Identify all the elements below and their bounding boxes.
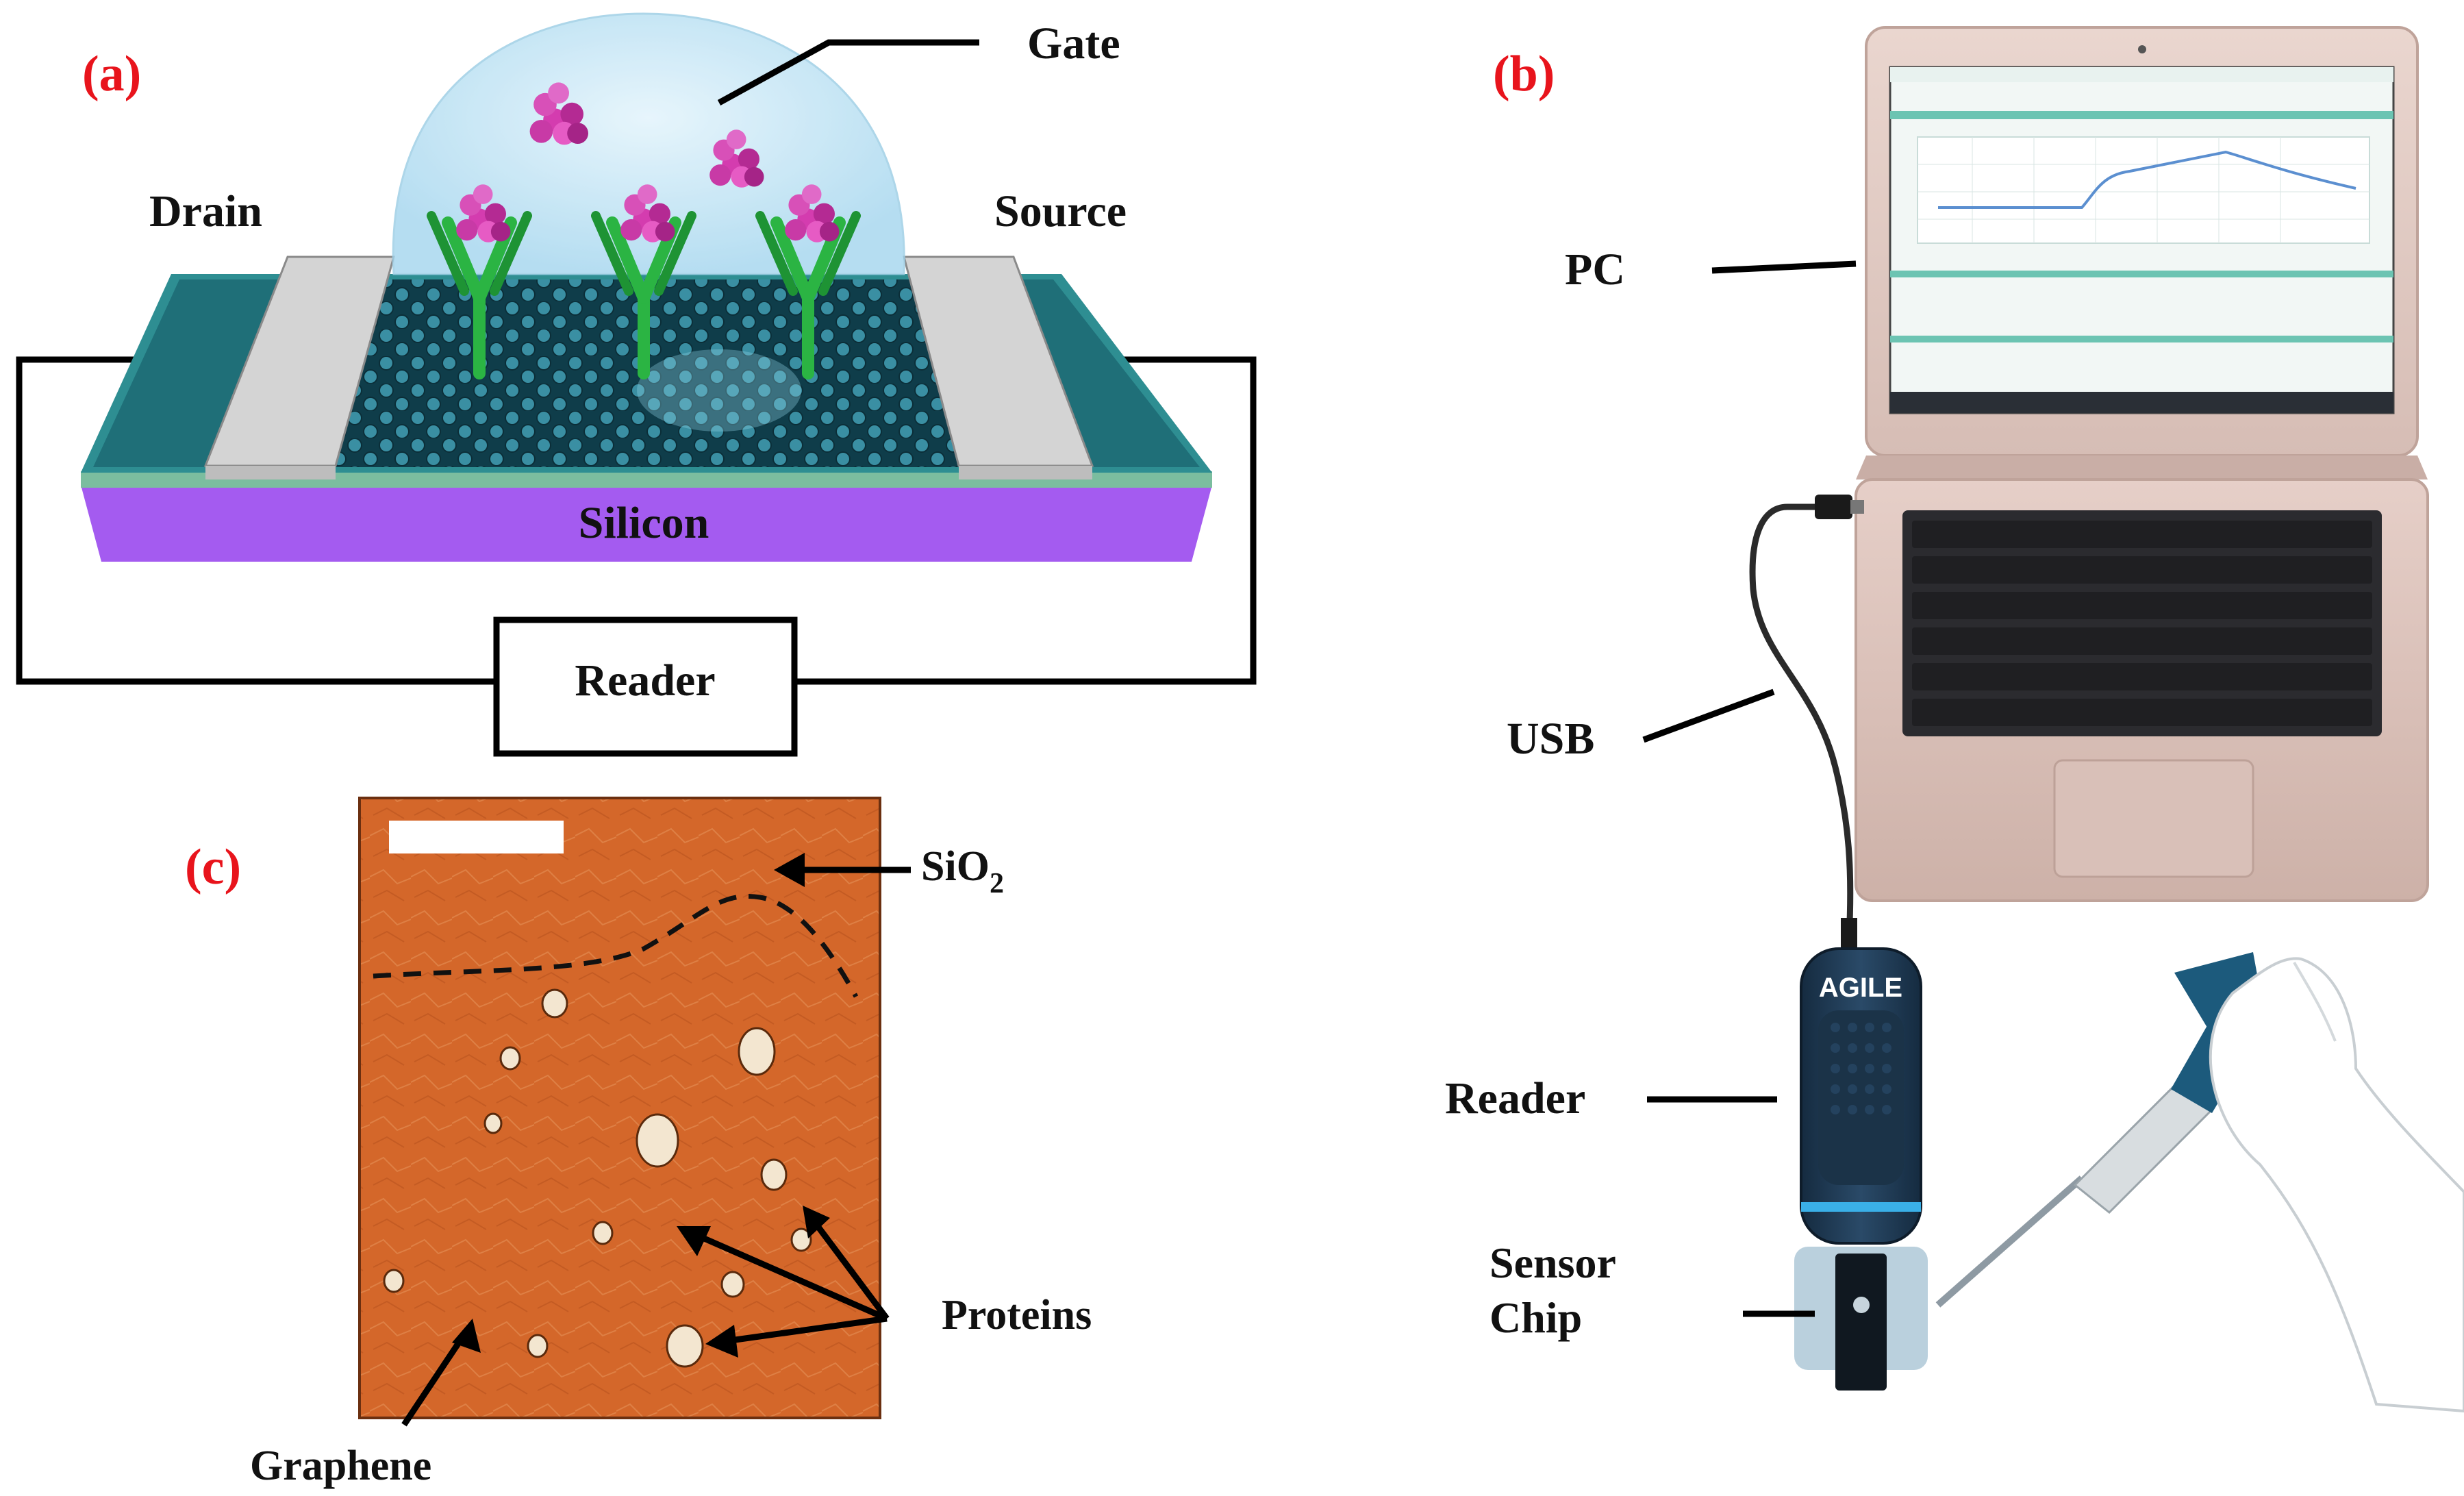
webcam (2138, 45, 2146, 53)
reader-box (493, 616, 798, 757)
afm-texture (360, 798, 880, 1418)
sensor-chip (1835, 1254, 1887, 1391)
gate-droplet (392, 12, 905, 275)
trackpad (2053, 759, 2254, 878)
silicon-label: Silicon (579, 498, 709, 548)
sensor-chip-label-1: Sensor (1489, 1238, 1616, 1287)
device-brand: AGILE (1819, 973, 1902, 1003)
screen-header-bar (1890, 111, 2393, 119)
pipette-tip (1935, 1175, 2085, 1308)
silicon-layer (81, 485, 1212, 562)
laptop-hinge (1856, 456, 2428, 479)
reader-label-a: Reader (575, 656, 715, 706)
source-label: Source (994, 186, 1127, 236)
source-electrode-side (959, 466, 1092, 479)
pc-label: PC (1565, 245, 1625, 295)
laptop (1855, 26, 2429, 902)
usb-label: USB (1507, 714, 1594, 764)
usb-cable (1749, 503, 1854, 952)
drain-electrode-side (205, 466, 336, 479)
scale-bar (389, 821, 564, 853)
gate-label: Gate (1027, 18, 1120, 68)
sio2-label: SiO2 (921, 843, 1004, 899)
gate-leader (717, 39, 979, 105)
keys (1912, 521, 2372, 726)
reader-label-b: Reader (1445, 1073, 1585, 1123)
taskbar (1890, 392, 2393, 413)
graphene-label: Graphene (250, 1443, 431, 1489)
afm-proteins (383, 988, 812, 1368)
circuit-wire (16, 356, 1257, 685)
panel-c-label: (c) (185, 839, 241, 895)
drain-label: Drain (149, 186, 262, 236)
oxide-edge (81, 471, 1212, 488)
pc-leader (1711, 260, 1857, 274)
sio2-boundary (373, 894, 859, 998)
panel-b-label: (b) (1493, 46, 1555, 102)
proteins-label: Proteins (942, 1292, 1092, 1338)
usb-leader (1642, 688, 1775, 743)
protein-arrow-3 (809, 1216, 890, 1321)
panel-b: (b) (1445, 26, 2464, 1413)
screen-chart (1917, 136, 2370, 244)
protein-arrow-2 (690, 1230, 888, 1322)
panel-c: (c) SiO2 Prot (185, 797, 1092, 1489)
usb-plug (1815, 495, 1852, 519)
sensor-chip-label-2: Chip (1489, 1293, 1582, 1342)
graphene-arrow (401, 1330, 468, 1427)
reader-led-band (1801, 1202, 1921, 1212)
protein-arrow-1 (715, 1315, 888, 1346)
panel-a: (a) Silicon Gate Dr (16, 12, 1257, 757)
gloved-hand-pipette (1935, 952, 2464, 1413)
channel-glow (637, 349, 801, 432)
afm-border (358, 797, 881, 1419)
glove (2209, 957, 2464, 1413)
reader-device: AGILE (1794, 947, 1928, 1391)
panel-a-label: (a) (82, 46, 141, 102)
